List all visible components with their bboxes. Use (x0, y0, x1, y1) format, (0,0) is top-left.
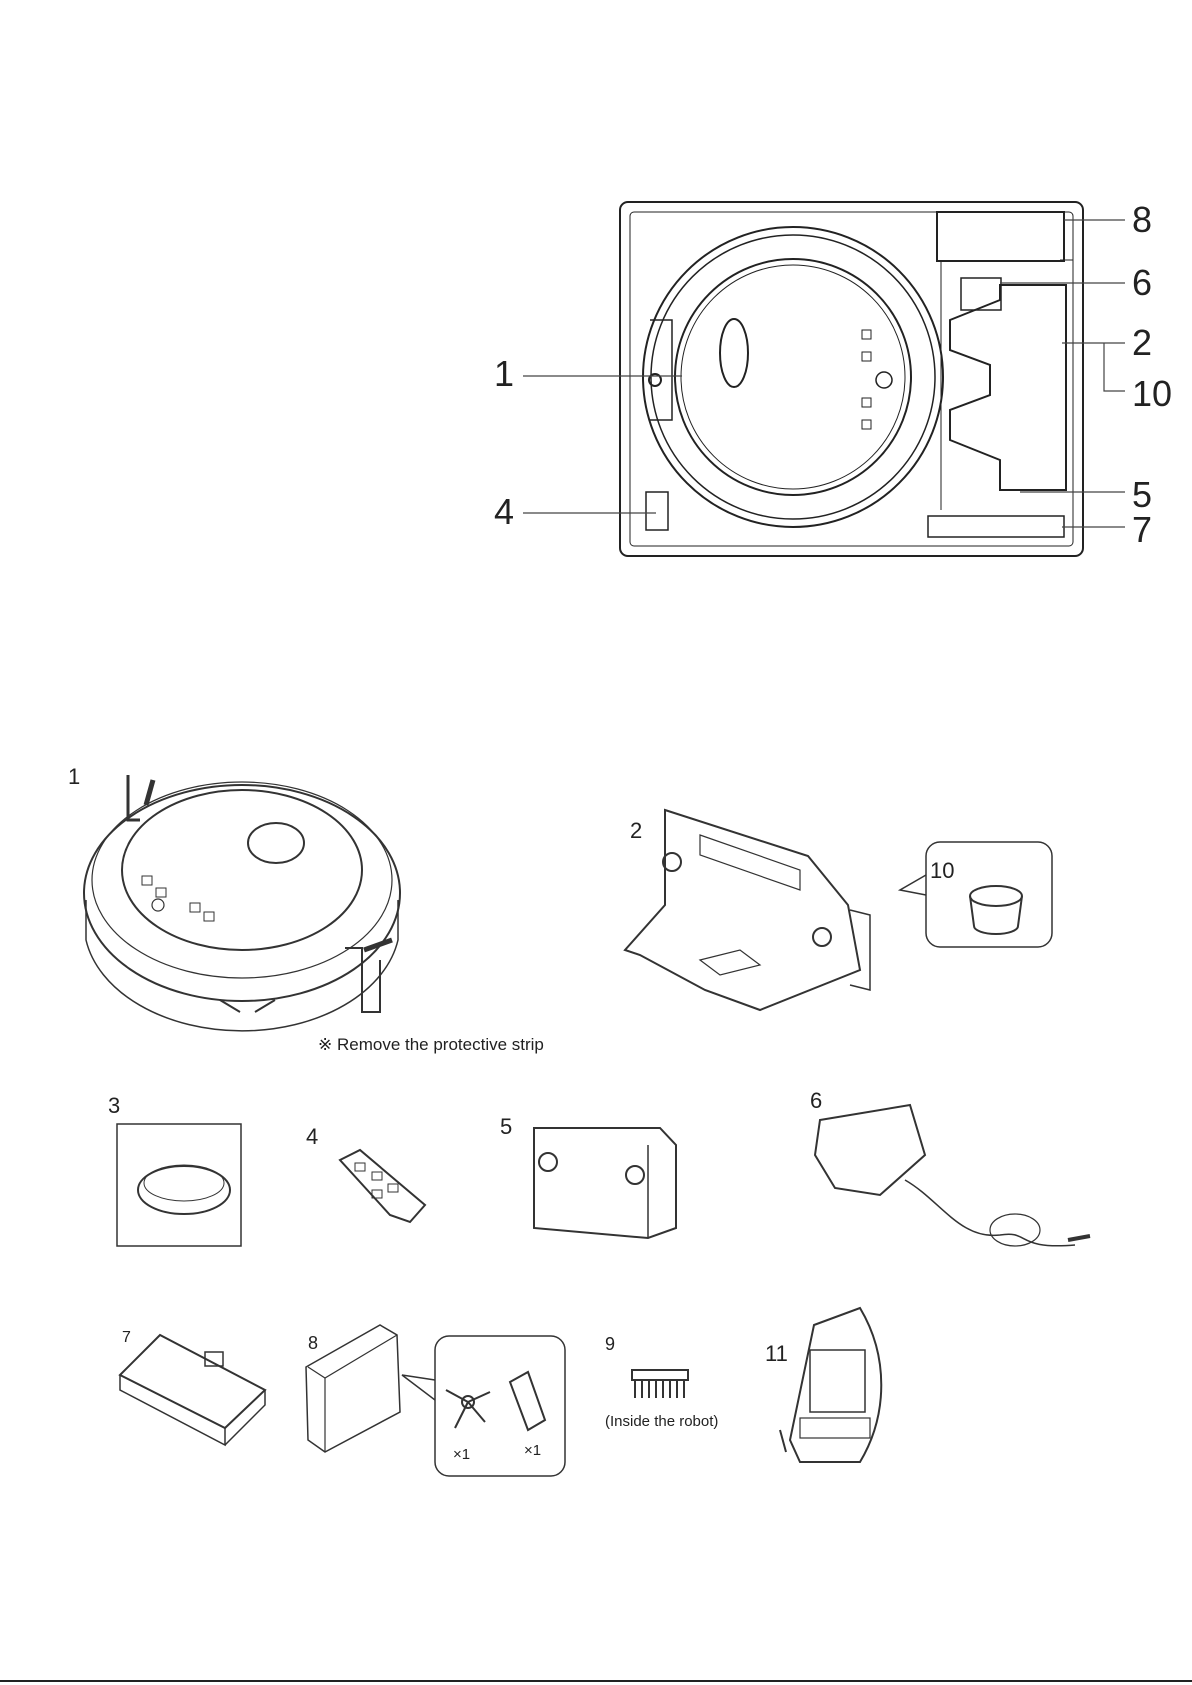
part-label-4: 4 (306, 1126, 318, 1148)
part-label-1: 1 (68, 766, 80, 788)
part-label-8: 8 (308, 1334, 318, 1352)
part-2-dock-illustration (625, 810, 870, 1010)
protective-strip-note: ※ Remove the protective strip (318, 1035, 544, 1055)
part-7-battery (120, 1335, 265, 1445)
part-label-5: 5 (500, 1116, 512, 1138)
page-bottom-rule (0, 1680, 1192, 1682)
part-label-2: 2 (630, 820, 642, 842)
part-label-11: 11 (765, 1343, 788, 1365)
part-1-robot-illustration (84, 775, 400, 1031)
filter-quantity: ×1 (524, 1442, 541, 1459)
part-label-9: 9 (605, 1335, 615, 1353)
part-6-adapter (815, 1105, 1090, 1246)
part-4-remote (340, 1150, 425, 1222)
part-9-brush (632, 1370, 688, 1398)
part-label-3: 3 (108, 1095, 120, 1117)
part-8-box (306, 1325, 400, 1452)
part-10-bubble (900, 842, 1052, 947)
brush-location-note: (Inside the robot) (605, 1413, 718, 1430)
brush-quantity: ×1 (453, 1446, 470, 1463)
part-3-box (117, 1124, 241, 1246)
part-label-6: 6 (810, 1090, 822, 1112)
part-label-10: 10 (930, 860, 954, 882)
part-label-7: 7 (122, 1330, 131, 1346)
part-5-illustration (534, 1128, 676, 1238)
part-11-illustration (780, 1308, 881, 1462)
